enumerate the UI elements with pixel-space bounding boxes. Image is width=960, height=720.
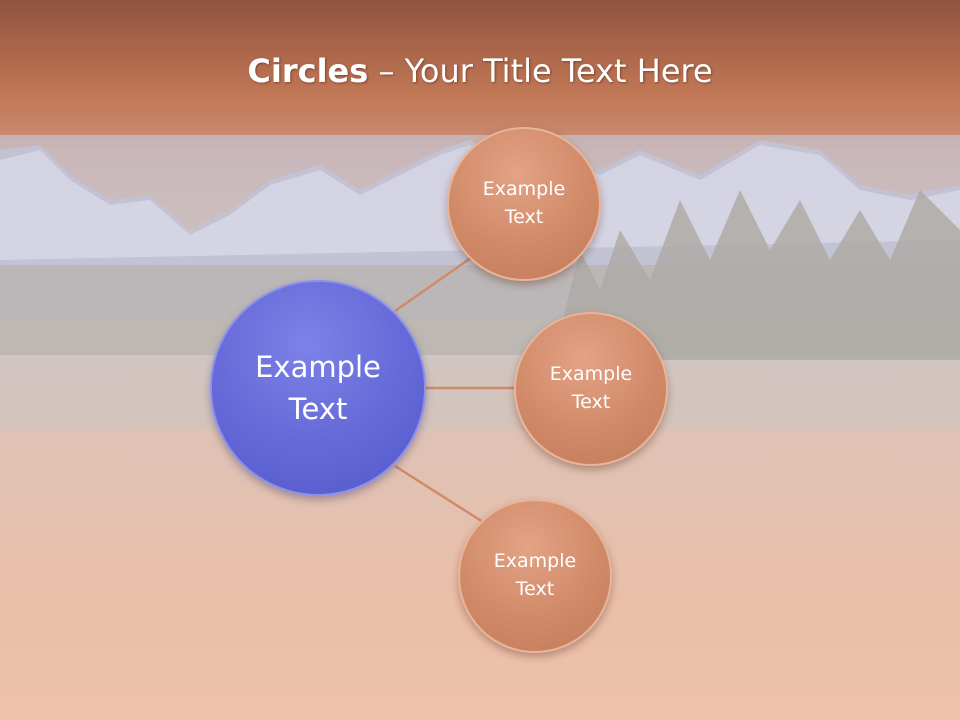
satellite-circle-label: Example Text [549,363,633,413]
connector-1 [394,251,479,313]
title-band [0,0,960,135]
satellite-circle-label: Example Text [482,178,566,228]
connector-3 [394,464,484,524]
satellite-circle-2: Example Text [514,312,668,466]
satellite-circle-3: Example Text [458,499,612,653]
title-bold: Circles [247,52,369,90]
slide-title: Circles – Your Title Text Here [0,52,960,90]
center-circle-label: Example Text [255,349,381,426]
trees-right [560,190,960,360]
center-circle: Example Text [210,280,426,496]
satellite-circle-1: Example Text [447,127,601,281]
satellite-circle-label: Example Text [493,550,577,600]
title-rest: – Your Title Text Here [368,52,713,90]
